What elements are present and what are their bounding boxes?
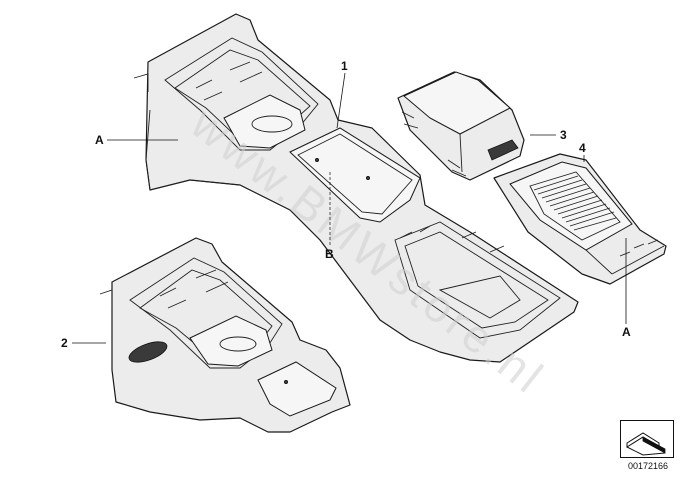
part-1-center-console	[133, 13, 579, 363]
diagram-symbol-badge	[620, 420, 674, 458]
part-3-storage-box	[397, 71, 525, 181]
callout-a-right: A	[622, 325, 631, 339]
document-number: 00172166	[627, 461, 669, 471]
callout-3: 3	[560, 128, 567, 142]
callout-1: 1	[341, 59, 348, 73]
callout-4: 4	[579, 141, 586, 155]
console-symbol-icon	[626, 432, 666, 456]
leader-lines	[72, 72, 627, 344]
callout-b: B	[325, 247, 334, 261]
callout-2: 2	[61, 336, 68, 350]
part-4-cover	[493, 153, 667, 285]
callout-a-left: A	[95, 133, 104, 147]
part-2-center-console	[99, 237, 351, 433]
roller-shutter-slats	[529, 171, 621, 241]
callouts: 1 2 3 4 A A B	[61, 59, 631, 350]
